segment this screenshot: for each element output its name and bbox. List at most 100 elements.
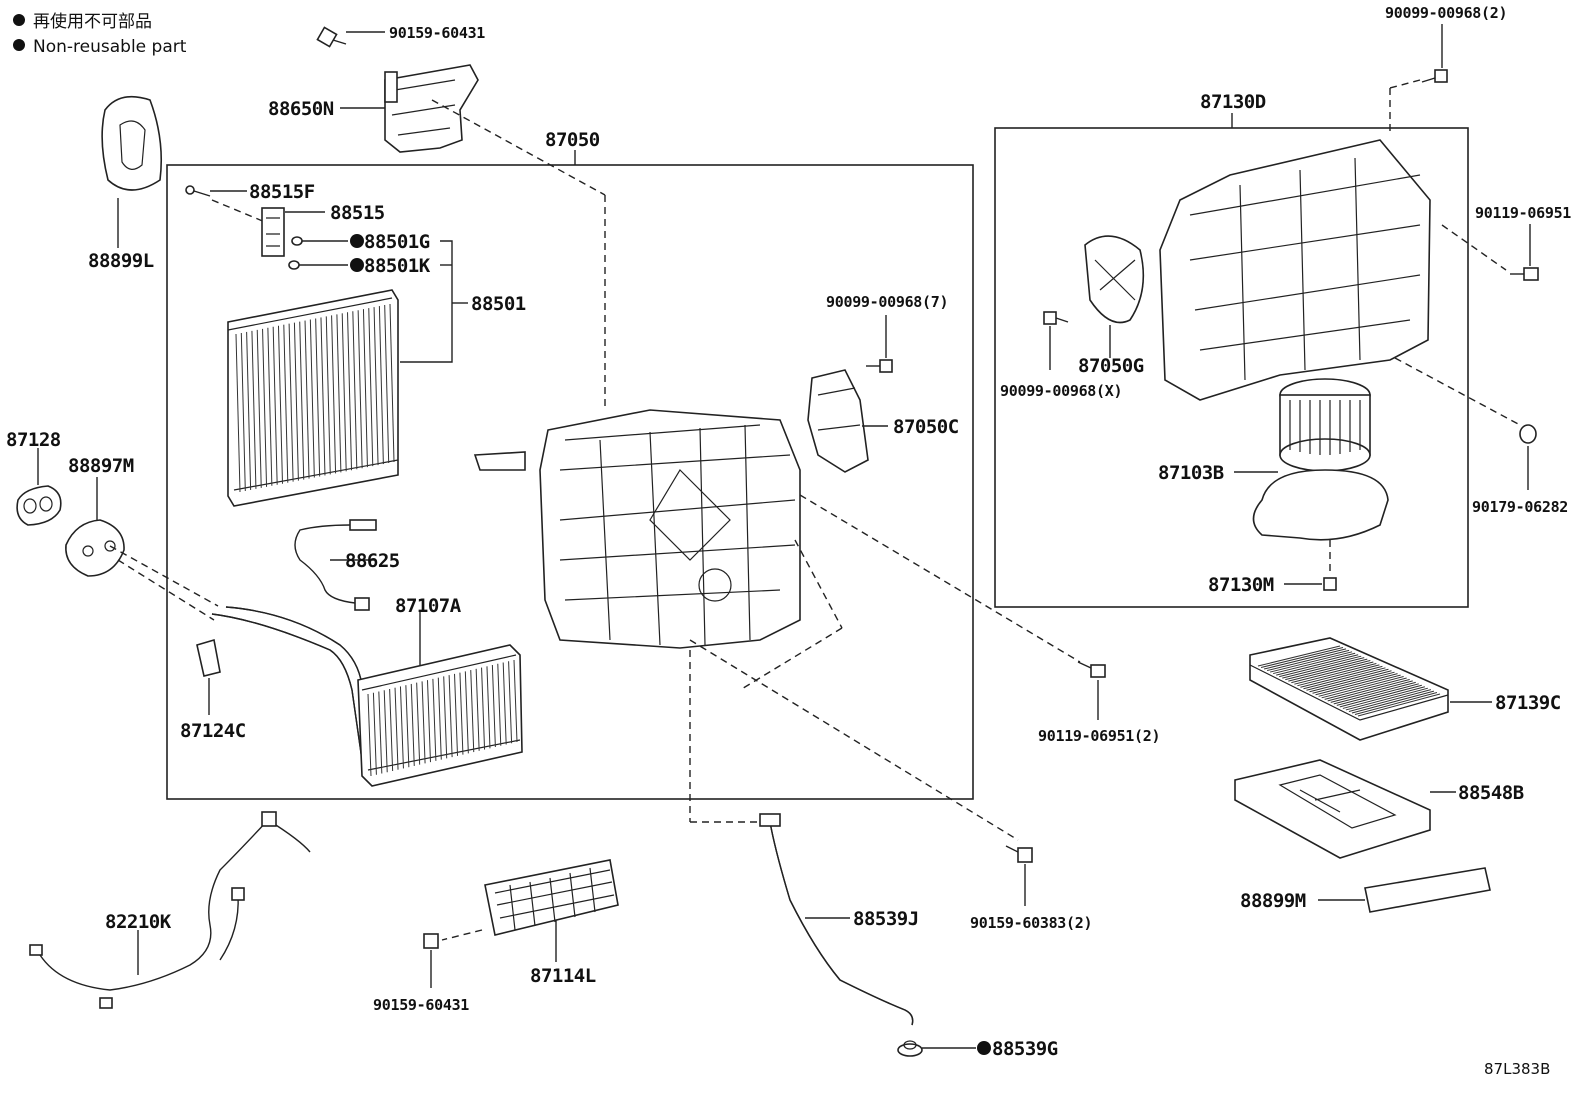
fin-line bbox=[502, 662, 507, 745]
part-88899M-seal bbox=[1364, 867, 1491, 913]
fin-line bbox=[1273, 652, 1356, 675]
label-90159-60383-2: 90159-60383(2) bbox=[970, 914, 1092, 932]
fin-line bbox=[1303, 667, 1386, 690]
fin-line bbox=[383, 690, 388, 773]
label-87114L: 87114L bbox=[530, 965, 596, 987]
part-88539J-hose bbox=[759, 813, 914, 1026]
fin-line bbox=[1324, 677, 1407, 700]
label-88501: 88501 bbox=[471, 293, 526, 315]
label-87050C: 87050C bbox=[893, 416, 959, 438]
label-87139C: 87139C bbox=[1495, 692, 1561, 714]
label-88625: 88625 bbox=[345, 550, 400, 572]
part-90179-06282 bbox=[1519, 424, 1537, 444]
fin-line bbox=[1348, 689, 1432, 712]
part-88515 bbox=[261, 207, 285, 257]
fin-line bbox=[240, 332, 246, 491]
label-90099-00968-7: 90099-00968(7) bbox=[826, 293, 948, 311]
bolt-90159-60431-top bbox=[316, 26, 347, 48]
part-88539G bbox=[897, 1040, 923, 1057]
fin-line bbox=[235, 333, 241, 493]
fin-line bbox=[1357, 693, 1441, 717]
fin-line bbox=[1321, 676, 1404, 699]
fin-line bbox=[304, 320, 310, 479]
fin-line bbox=[256, 329, 262, 488]
fin-line bbox=[325, 316, 331, 475]
fin-line bbox=[448, 675, 453, 758]
fin-line bbox=[336, 314, 342, 473]
label-90159-60431-top: 90159-60431 bbox=[389, 24, 485, 42]
fin-line bbox=[1330, 680, 1413, 703]
part-88515F bbox=[185, 185, 211, 197]
bolt-90099-00968-2 bbox=[1421, 69, 1448, 83]
label-87103B: 87103B bbox=[1158, 462, 1224, 484]
label-90179-06282: 90179-06282 bbox=[1472, 498, 1568, 516]
label-82210K: 82210K bbox=[105, 911, 172, 933]
fin-line bbox=[384, 305, 390, 464]
part-88548B-tray bbox=[1234, 759, 1431, 859]
label-90099-00968-X: 90099-00968(X) bbox=[1000, 382, 1122, 400]
fin-line bbox=[508, 661, 513, 744]
fin-line bbox=[331, 315, 337, 474]
fin-line bbox=[481, 667, 486, 750]
part-87128 bbox=[16, 485, 62, 526]
label-87050: 87050 bbox=[545, 129, 600, 151]
fin-line bbox=[368, 308, 374, 467]
fin-line bbox=[272, 326, 278, 485]
legend-en: Non-reusable part bbox=[33, 37, 187, 57]
fin-line bbox=[394, 687, 399, 770]
label-87107A: 87107A bbox=[395, 595, 462, 617]
fin-line bbox=[421, 681, 426, 764]
fin-line bbox=[357, 310, 363, 469]
part-88625 bbox=[294, 519, 377, 611]
fin-line bbox=[1291, 661, 1374, 684]
fin-line bbox=[1336, 683, 1419, 706]
label-88548B: 88548B bbox=[1458, 782, 1524, 804]
fin-line bbox=[389, 688, 394, 771]
fin-line bbox=[362, 309, 368, 468]
fin-line bbox=[389, 303, 395, 463]
fin-line bbox=[1318, 674, 1401, 697]
fin-line bbox=[1294, 662, 1377, 685]
fin-line bbox=[373, 307, 379, 466]
label-88899L: 88899L bbox=[88, 250, 154, 272]
fin-line bbox=[1345, 687, 1429, 711]
fin-line bbox=[497, 663, 502, 746]
fin-line bbox=[432, 678, 437, 761]
fin-line bbox=[475, 668, 480, 751]
label-90119-06951-2: 90119-06951(2) bbox=[1038, 727, 1160, 745]
fin-line bbox=[459, 672, 464, 755]
part-88897M bbox=[65, 519, 125, 577]
label-88515F: 88515F bbox=[249, 181, 315, 203]
fin-line bbox=[1300, 665, 1383, 688]
part-87050C bbox=[807, 369, 869, 473]
fin-line bbox=[1270, 651, 1353, 673]
label-88650N: 88650N bbox=[268, 98, 334, 120]
bolt-90159-60383-2 bbox=[1005, 845, 1033, 863]
fin-line bbox=[1327, 678, 1410, 702]
part-87103B-blower-motor bbox=[1252, 378, 1389, 541]
fin-line bbox=[277, 325, 283, 484]
fin-line bbox=[283, 324, 289, 483]
label-90119-06951: 90119-06951 bbox=[1475, 204, 1571, 222]
legend: 再使用不可部品 Non-reusable part bbox=[13, 11, 187, 57]
fin-line bbox=[486, 666, 491, 749]
fin-line bbox=[1279, 655, 1362, 678]
label-88539J: 88539J bbox=[853, 908, 919, 930]
label-87124C: 87124C bbox=[180, 720, 246, 742]
fin-line bbox=[372, 692, 377, 775]
fin-line bbox=[288, 323, 294, 482]
fin-line bbox=[267, 327, 273, 486]
label-88897M: 88897M bbox=[68, 455, 134, 477]
fin-line bbox=[1312, 671, 1395, 694]
fin-line bbox=[405, 685, 410, 768]
part-87107A-heater-core bbox=[211, 606, 523, 787]
fin-line bbox=[443, 676, 448, 759]
fin-line bbox=[251, 330, 257, 489]
diagram-id: 87L383B bbox=[1484, 1060, 1550, 1078]
label-88539G: 88539G bbox=[992, 1038, 1058, 1060]
fin-line bbox=[320, 317, 326, 476]
fin-line bbox=[1333, 681, 1416, 705]
fin-line bbox=[1306, 668, 1389, 691]
part-87124C bbox=[196, 638, 221, 677]
bolt-90159-60431-bottom bbox=[423, 933, 439, 949]
